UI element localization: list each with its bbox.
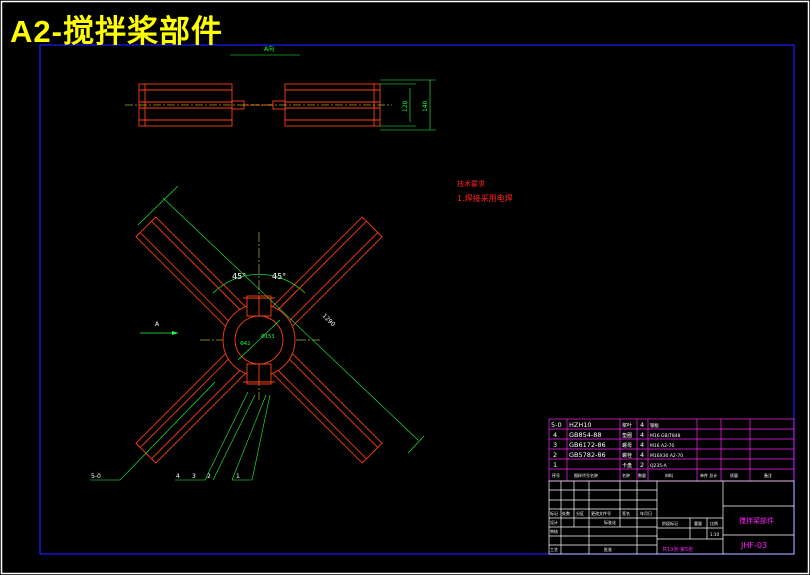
tech-item: 1.焊接采用电焊 [457, 193, 513, 203]
svg-text:工艺: 工艺 [550, 547, 558, 552]
parts-row-1: 5-0 HZH10 桨叶 4 钢板 [551, 421, 659, 429]
inner-frame [39, 44, 795, 555]
top-view: A向 120 [125, 45, 436, 131]
svg-text:4: 4 [553, 431, 557, 439]
svg-text:HZH10: HZH10 [569, 421, 592, 429]
svg-text:名称: 名称 [622, 472, 630, 478]
svg-text:桨叶: 桨叶 [622, 422, 632, 429]
parts-row-2: 4 GB854-88 垫圈 4 M16 GB/T848 [553, 431, 681, 439]
svg-text:2: 2 [553, 451, 557, 459]
svg-text:材料: 材料 [665, 472, 673, 478]
svg-text:螺母: 螺母 [622, 442, 632, 449]
svg-text:4: 4 [640, 451, 644, 459]
dim-120: 120 [402, 100, 409, 112]
tech-requirements: 技术要求 1.焊接采用电焊 [457, 179, 513, 203]
svg-text:比例: 比例 [710, 520, 718, 526]
parts-table: 5-0 HZH10 桨叶 4 钢板 4 GB854-88 垫圈 4 M16 GB… [548, 418, 795, 482]
callout-2: 2 [207, 473, 211, 480]
dim-1290: 1290 [321, 312, 337, 328]
drawing-title: A2-搅拌桨部件 [10, 14, 223, 49]
callout-5-0: 5-0 [91, 473, 101, 480]
svg-text:签名: 签名 [622, 510, 630, 516]
dim-hub: Φ153 [261, 334, 274, 340]
svg-text:卡盘: 卡盘 [622, 462, 632, 469]
title-block: 标记 处数 分区 更改文件号 签名 年月日 设计 标准化 阶段标记 重量 比例 … [548, 480, 795, 555]
svg-text:钢板: 钢板 [650, 422, 659, 429]
angle-right: 45° [272, 272, 286, 281]
svg-text:备注: 备注 [764, 472, 772, 478]
svg-text:序号: 序号 [552, 472, 560, 478]
parts-row-5: 1 卡盘 2 Q235-A [553, 461, 668, 469]
svg-text:标准化: 标准化 [604, 519, 616, 525]
callout-3: 3 [192, 473, 196, 480]
svg-text:4: 4 [640, 421, 644, 429]
svg-text:设计: 设计 [550, 519, 558, 525]
svg-text:1: 1 [553, 461, 557, 469]
svg-text:M16 A2-70: M16 A2-70 [650, 443, 674, 449]
svg-text:单件 总计: 单件 总计 [700, 472, 717, 478]
svg-text:Q235-A: Q235-A [650, 463, 668, 469]
svg-text:4: 4 [640, 431, 644, 439]
svg-text:GB6172-86: GB6172-86 [569, 441, 606, 449]
svg-text:4: 4 [640, 441, 644, 449]
blade-lower-right [248, 216, 383, 351]
part-name: 搅拌桨部件 [739, 516, 774, 525]
parts-row-4: 2 GB5782-86 螺栓 4 M16X30 A2-70 [553, 451, 683, 459]
svg-text:3: 3 [553, 441, 557, 449]
scale-value: 1:10 [710, 532, 719, 537]
tech-heading: 技术要求 [457, 179, 485, 188]
svg-text:图样代号名称: 图样代号名称 [574, 472, 598, 478]
svg-text:2: 2 [640, 461, 644, 469]
dim-bore: Φ42 [240, 341, 250, 347]
main-view: 45° 45° [90, 185, 425, 481]
svg-text:审核: 审核 [550, 528, 558, 534]
view-label-a: A向 [264, 45, 274, 53]
sheet-info: 共13张 第5张 [662, 546, 693, 553]
svg-text:垫圈: 垫圈 [622, 432, 632, 439]
svg-text:更改文件号: 更改文件号 [591, 510, 611, 516]
svg-text:M16X30 A2-70: M16X30 A2-70 [650, 453, 683, 459]
callout-4: 4 [176, 473, 180, 480]
svg-text:数量: 数量 [638, 472, 646, 478]
callout-1: 1 [236, 473, 240, 480]
svg-text:年月日: 年月日 [640, 510, 652, 516]
svg-text:处数: 处数 [562, 510, 570, 516]
svg-text:标记: 标记 [550, 510, 558, 516]
angle-left: 45° [232, 272, 246, 281]
svg-text:重量: 重量 [694, 520, 702, 526]
svg-text:5-0: 5-0 [551, 421, 562, 429]
drawing-number: JHF-03 [740, 541, 767, 550]
parts-header: 序号 图样代号名称 名称 数量 材料 单件 总计 质量 备注 [552, 472, 772, 478]
svg-text:阶段标记: 阶段标记 [662, 520, 678, 526]
svg-text:质量: 质量 [730, 472, 738, 478]
svg-text:批准: 批准 [604, 546, 612, 552]
svg-text:GB5782-86: GB5782-86 [569, 451, 606, 459]
parts-row-3: 3 GB6172-86 螺母 4 M16 A2-70 [553, 441, 674, 449]
svg-text:M16 GB/T848: M16 GB/T848 [650, 433, 681, 439]
svg-text:GB854-88: GB854-88 [569, 431, 602, 439]
dim-140: 140 [422, 100, 429, 112]
svg-text:分区: 分区 [576, 510, 584, 516]
arrow-label-a: A [155, 321, 160, 328]
svg-text:螺栓: 螺栓 [622, 452, 632, 459]
